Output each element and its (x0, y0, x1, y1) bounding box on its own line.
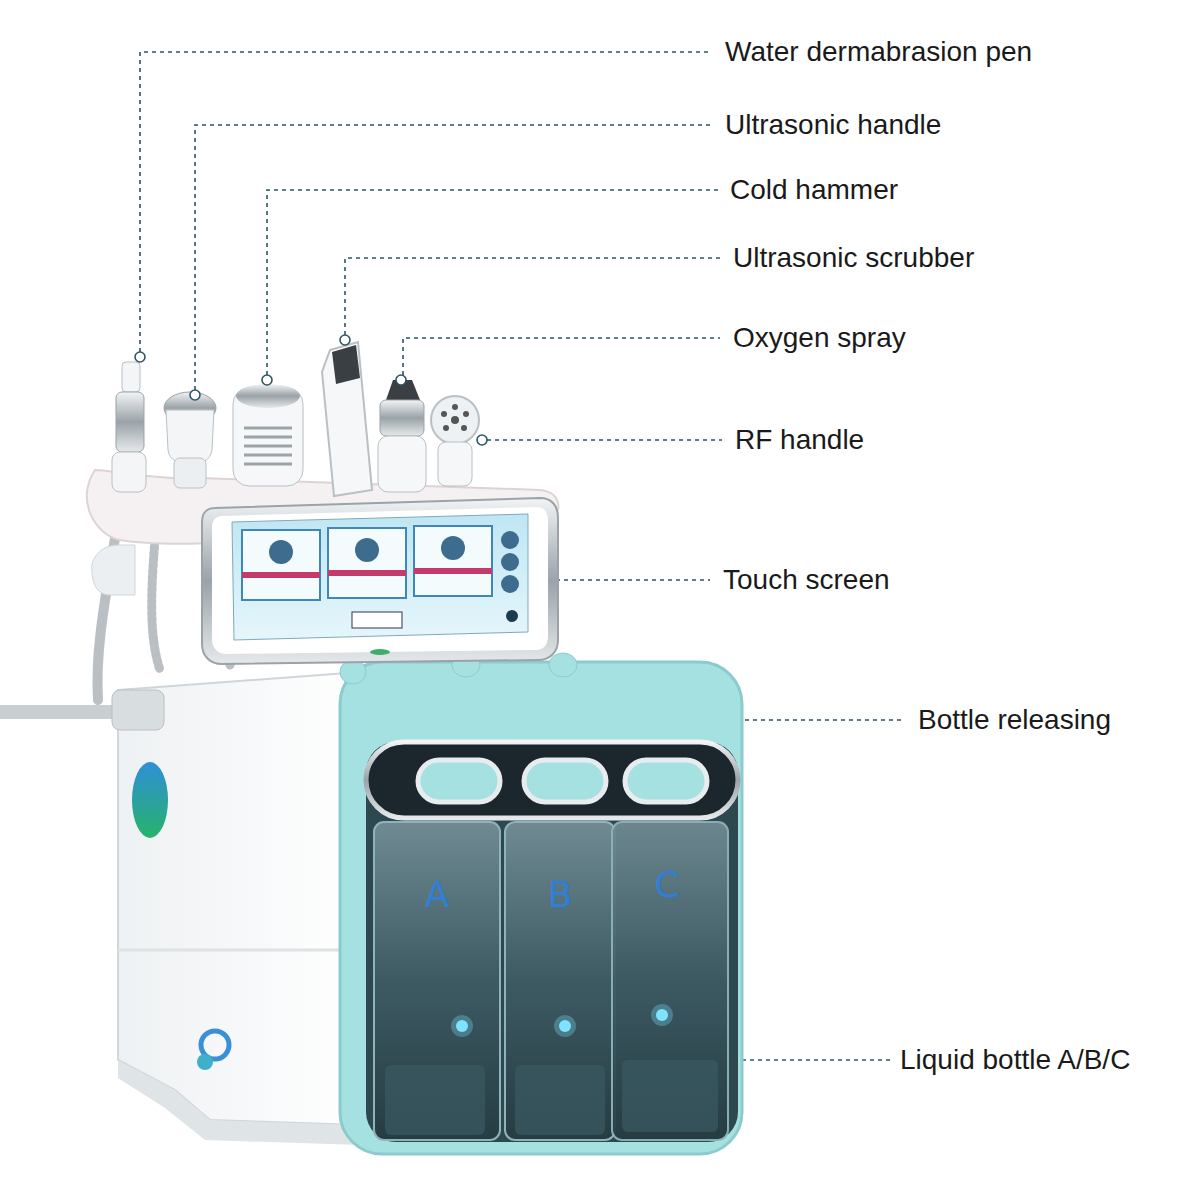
front-frame (340, 662, 742, 1154)
touch-screen-unit (202, 498, 558, 664)
part-label: Ultrasonic scrubber (733, 241, 974, 275)
part-label: Ultrasonic handle (725, 108, 941, 142)
bottle-letter: C (654, 867, 679, 903)
release-buttons (418, 760, 707, 802)
part-label: Cold hammer (730, 173, 898, 207)
bottle-letter: A (425, 877, 450, 913)
cables (0, 520, 230, 712)
handpieces (112, 342, 479, 496)
part-label: RF handle (735, 423, 864, 457)
liquid-bottles (374, 822, 728, 1140)
part-label: Bottle releasing (918, 703, 1111, 737)
part-label: Water dermabrasion pen (725, 35, 1032, 69)
part-label: Oxygen spray (733, 321, 906, 355)
part-label: Liquid bottle A/B/C (900, 1043, 1130, 1077)
housing (118, 672, 360, 1125)
part-label: Touch screen (723, 563, 890, 597)
leader-dots (135, 335, 487, 445)
bottle-letter: B (548, 877, 573, 913)
